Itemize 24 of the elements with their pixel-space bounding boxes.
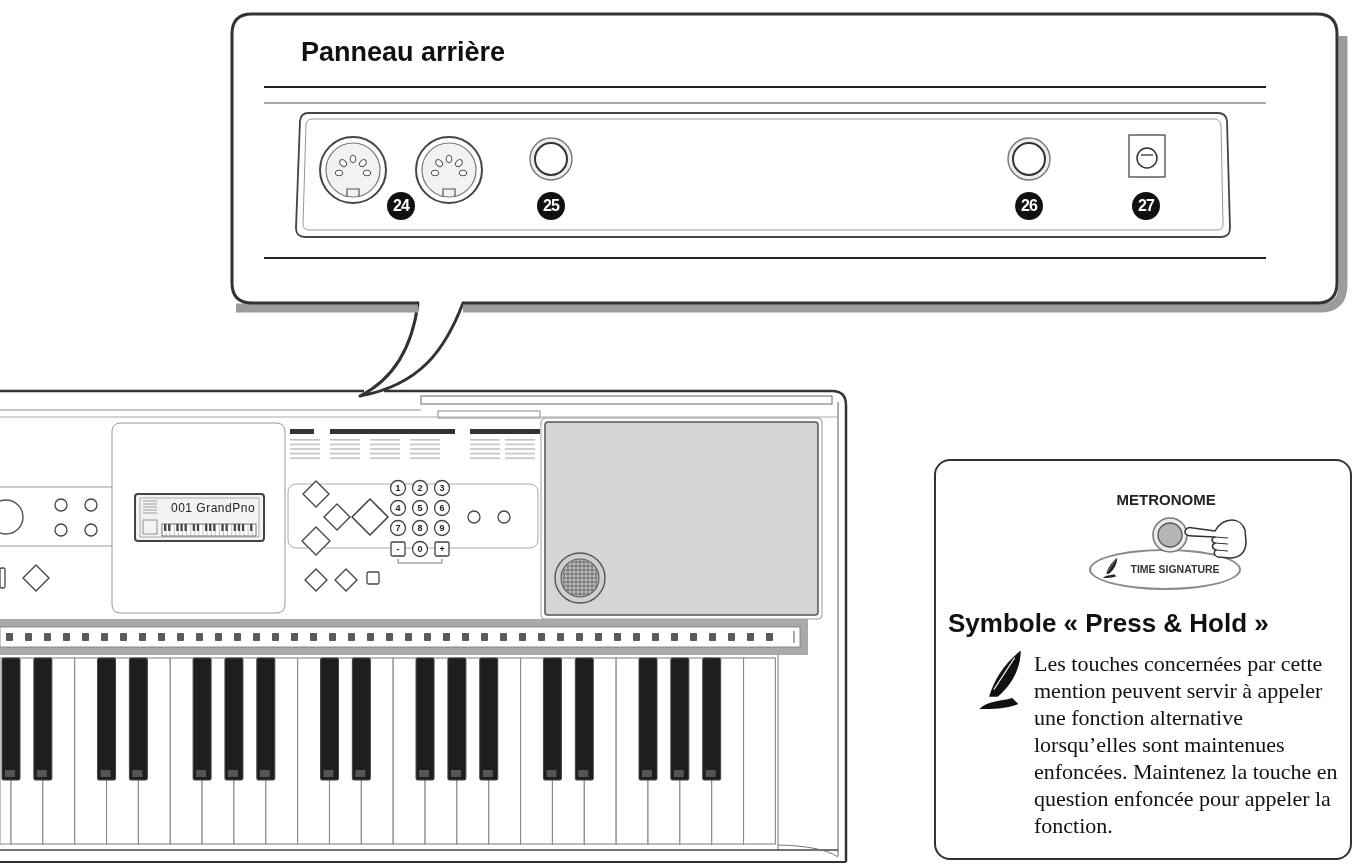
keypad-digit: 1 [395, 483, 401, 493]
keypad-digit: 0 [417, 544, 423, 554]
keypad-digit: 8 [417, 523, 423, 533]
callout-number: 27 [1132, 192, 1160, 220]
keypad-digit: 4 [395, 503, 401, 513]
function-label: TIME SIGNATURE [1130, 563, 1220, 575]
keypad-digit: 7 [395, 523, 401, 533]
button-caption: METRONOME [1116, 490, 1216, 508]
keypad-digit: 2 [417, 483, 423, 493]
display-text: 001 GrandPno [171, 501, 256, 515]
info-card [934, 459, 1352, 860]
callout-number: 26 [1015, 192, 1043, 220]
callout-number: 25 [537, 192, 565, 220]
keypad-digit: - [396, 544, 400, 554]
callout-number: 24 [387, 192, 415, 220]
keypad-digit: + [439, 544, 445, 554]
section-heading: Symbole « Press & Hold » [948, 608, 1269, 639]
keypad-digit: 5 [417, 503, 423, 513]
callout-bubble [232, 14, 1348, 314]
body-text: Les touches concernées par cette mention peuvent servir à appeler une fonction alternative lorsqu’elles sont maintenues enfoncées. Maintenez la touche en question enfoncée pour appeler la fonction. [1034, 650, 1339, 839]
keypad-digit: 9 [439, 523, 445, 533]
panel-title: Panneau arrière [301, 37, 506, 68]
keypad-digit: 6 [439, 503, 445, 513]
keypad-digit: 3 [439, 483, 445, 493]
